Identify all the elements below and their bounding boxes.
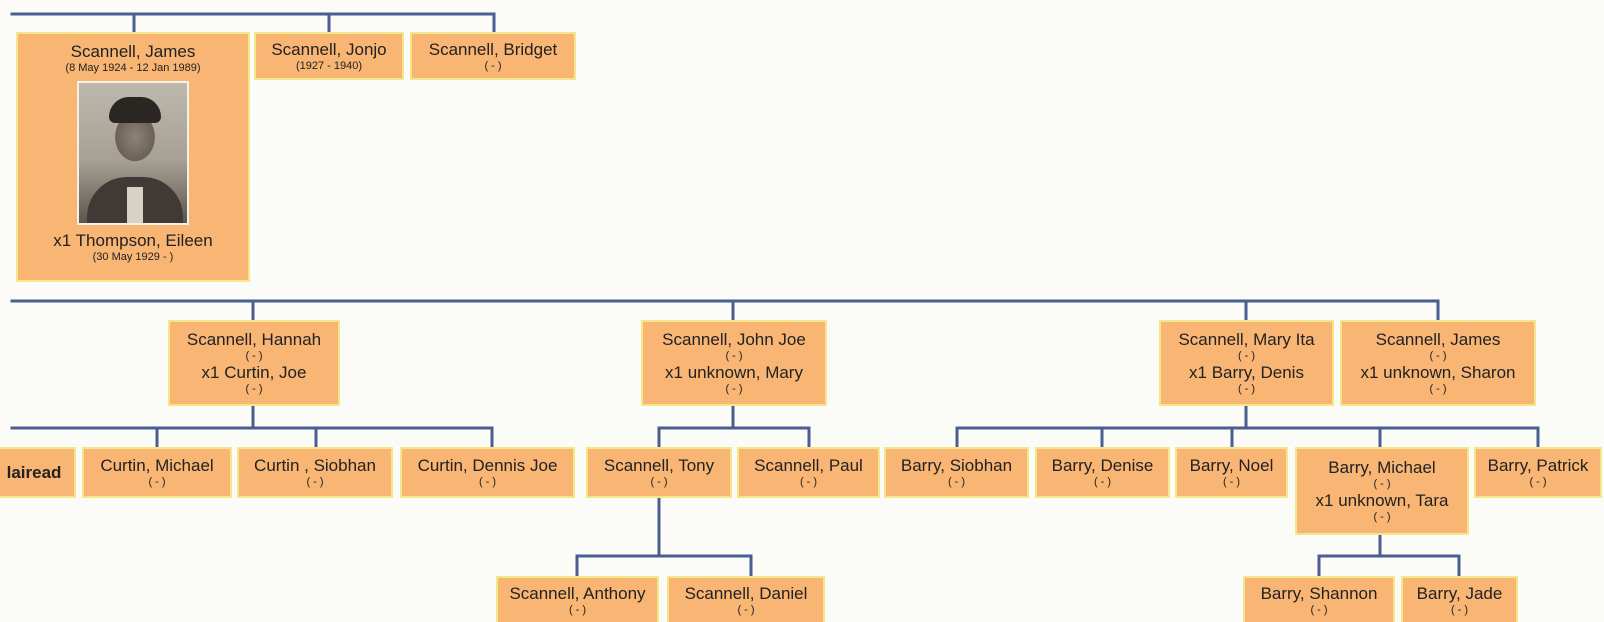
person-name: Scannell, Daniel (684, 584, 808, 603)
person-card-john-joe-scannell[interactable]: Scannell, John Joe ( - ) x1 unknown, Mar… (641, 320, 827, 406)
person-name: Barry, Michael (1328, 458, 1436, 477)
person-dates: ( - ) (1237, 350, 1256, 362)
person-card-bridget-scannell[interactable]: Scannell, Bridget ( - ) (410, 32, 576, 80)
person-dates: ( - ) (725, 350, 743, 362)
spouse-dates: (30 May 1929 - ) (92, 251, 174, 263)
person-name: Scannell, John Joe (662, 330, 806, 349)
person-card-hannah-scannell[interactable]: Scannell, Hannah ( - ) x1 Curtin, Joe ( … (168, 320, 340, 406)
person-card-patrick-barry[interactable]: Barry, Patrick ( - ) (1474, 447, 1602, 498)
person-name: Scannell, Paul (754, 456, 863, 475)
person-name: Curtin, Dennis Joe (417, 456, 558, 475)
person-dates: ( - ) (245, 350, 263, 362)
person-dates: ( - ) (1373, 478, 1391, 490)
person-name: Scannell, Tony (603, 456, 715, 475)
person-card-siobhan-barry[interactable]: Barry, Siobhan ( - ) (884, 447, 1029, 498)
person-dates: ( - ) (148, 476, 166, 488)
person-dates: ( - ) (1093, 476, 1112, 488)
spouse-name: x1 Curtin, Joe (201, 363, 307, 382)
person-name: Scannell, Mary Ita (1178, 330, 1315, 349)
person-card-siobhan-curtin[interactable]: Curtin , Siobhan ( - ) (237, 447, 393, 498)
spouse-name: x1 unknown, Sharon (1360, 363, 1516, 382)
spouse-name: x1 unknown, Mary (665, 363, 803, 382)
person-card-mary-ita-scannell[interactable]: Scannell, Mary Ita ( - ) x1 Barry, Denis… (1159, 320, 1334, 406)
person-card-anthony-scannell[interactable]: Scannell, Anthony ( - ) (496, 576, 659, 622)
person-card-paul-scannell[interactable]: Scannell, Paul ( - ) (737, 447, 880, 498)
person-name: Scannell, Jonjo (271, 39, 387, 59)
person-dates: ( - ) (799, 476, 818, 488)
person-card-jonjo-scannell[interactable]: Scannell, Jonjo (1927 - 1940) (254, 32, 404, 80)
person-card-michael-barry[interactable]: Barry, Michael ( - ) x1 unknown, Tara ( … (1295, 447, 1469, 535)
person-name: Scannell, Bridget (428, 39, 558, 59)
person-card-james-scannell-sr[interactable]: Scannell, James (8 May 1924 - 12 Jan 198… (16, 32, 250, 282)
person-card-mairead[interactable]: lairead (0, 447, 76, 498)
person-card-jade-barry[interactable]: Barry, Jade ( - ) (1401, 576, 1518, 622)
person-name: Barry, Jade (1416, 584, 1503, 603)
spouse-name: x1 unknown, Tara (1315, 491, 1449, 510)
person-dates: ( - ) (947, 476, 966, 488)
spouse-dates: ( - ) (245, 383, 263, 395)
person-dates: ( - ) (478, 476, 497, 488)
portrait-photo (77, 81, 189, 225)
spouse-dates: ( - ) (725, 383, 743, 395)
person-dates: ( - ) (306, 476, 324, 488)
person-name: Scannell, James (70, 42, 196, 61)
person-name: Scannell, Hannah (186, 330, 322, 349)
person-dates: ( - ) (1310, 604, 1328, 616)
person-name: Curtin , Siobhan (254, 456, 376, 475)
person-dates: (8 May 1924 - 12 Jan 1989) (65, 62, 201, 74)
person-dates: ( - ) (568, 604, 587, 616)
person-name: lairead (6, 462, 62, 482)
person-name: Scannell, James (1375, 330, 1501, 349)
person-name: Barry, Patrick (1487, 456, 1589, 475)
person-card-shannon-barry[interactable]: Barry, Shannon ( - ) (1243, 576, 1395, 622)
person-card-tony-scannell[interactable]: Scannell, Tony ( - ) (586, 447, 732, 498)
person-name: Barry, Noel (1189, 456, 1274, 475)
person-card-denise-barry[interactable]: Barry, Denise ( - ) (1035, 447, 1170, 498)
person-name: Curtin, Michael (100, 456, 214, 475)
person-name: Scannell, Anthony (509, 584, 646, 603)
person-dates: ( - ) (484, 59, 502, 72)
person-dates: (1927 - 1940) (295, 59, 363, 72)
person-card-dennis-joe-curtin[interactable]: Curtin, Dennis Joe ( - ) (400, 447, 575, 498)
spouse-name: x1 Barry, Denis (1189, 363, 1304, 382)
person-dates: ( - ) (1429, 350, 1447, 362)
spouse-dates: ( - ) (1429, 383, 1447, 395)
person-dates: ( - ) (650, 476, 668, 488)
spouse-dates: ( - ) (1237, 383, 1256, 395)
spouse-name: x1 Thompson, Eileen (53, 231, 213, 250)
person-card-michael-curtin[interactable]: Curtin, Michael ( - ) (82, 447, 232, 498)
person-dates: ( - ) (1222, 476, 1241, 488)
person-dates: ( - ) (1450, 604, 1469, 616)
person-dates: ( - ) (1529, 476, 1547, 488)
person-card-noel-barry[interactable]: Barry, Noel ( - ) (1175, 447, 1288, 498)
person-name: Barry, Siobhan (900, 456, 1013, 475)
person-card-daniel-scannell[interactable]: Scannell, Daniel ( - ) (667, 576, 825, 622)
person-name: Barry, Denise (1051, 456, 1154, 475)
person-name: Barry, Shannon (1260, 584, 1378, 603)
person-dates: ( - ) (737, 604, 755, 616)
spouse-dates: ( - ) (1373, 511, 1391, 523)
person-card-james-scannell-jr[interactable]: Scannell, James ( - ) x1 unknown, Sharon… (1340, 320, 1536, 406)
